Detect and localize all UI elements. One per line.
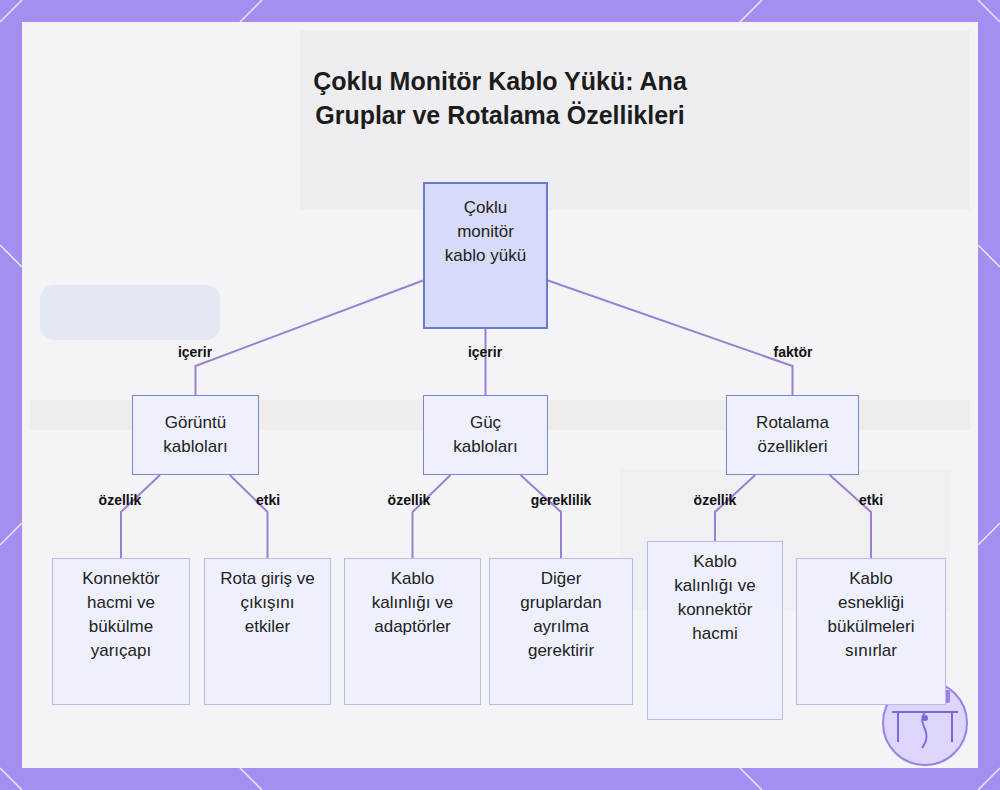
connector-line — [548, 280, 793, 395]
connector-line — [521, 475, 562, 558]
connector-line — [196, 280, 424, 395]
root-box: Çoklu monitör kablo yükü — [423, 182, 548, 329]
edge-label: özellik — [388, 492, 431, 508]
edge-label: içerir — [178, 344, 212, 360]
detail-box: Kablo kalınlığı ve konnektör hacmi — [647, 541, 783, 720]
edge-label: özellik — [99, 492, 142, 508]
node-text: Güç kabloları — [438, 411, 533, 459]
node-text: Kablo kalınlığı ve konnektör hacmi — [673, 550, 757, 646]
group-box: Güç kabloları — [423, 395, 548, 475]
detail-box: Rota giriş ve çıkışını etkiler — [204, 558, 331, 705]
blurred-photo — [30, 30, 970, 610]
node-text: Görüntü kabloları — [147, 411, 244, 459]
detail-box: Diğer gruplardan ayrılma gerektirir — [489, 558, 633, 705]
group-box: Rotalama özellikleri — [726, 395, 859, 475]
connector-line — [230, 475, 268, 558]
edge-label: etki — [859, 492, 883, 508]
connector-line — [413, 475, 451, 558]
edge-label: içerir — [468, 344, 502, 360]
node-text: Konnektör hacmi ve bükülme yarıçapı — [65, 567, 177, 663]
diagram-title: Çoklu Monitör Kablo Yükü: Ana Gruplar ve… — [270, 64, 730, 132]
connector-line — [715, 475, 755, 541]
node-text: Rotalama özellikleri — [741, 411, 844, 459]
node-text: Rota giriş ve çıkışını etkiler — [219, 567, 316, 639]
node-text: Çoklu monitör kablo yükü — [443, 196, 528, 268]
connector-line — [485, 329, 487, 395]
canvas — [22, 22, 978, 768]
detail-box: Kablo kalınlığı ve adaptörler — [344, 558, 481, 705]
edge-label: faktör — [774, 344, 813, 360]
detail-box: Konnektör hacmi ve bükülme yarıçapı — [52, 558, 190, 705]
connector-line — [121, 475, 160, 558]
edge-label: etki — [256, 492, 280, 508]
connector-line — [830, 475, 871, 558]
node-text: Diğer gruplardan ayrılma gerektirir — [510, 567, 612, 663]
group-box: Görüntü kabloları — [132, 395, 259, 475]
edge-label: gereklilik — [531, 492, 592, 508]
edge-label: özellik — [694, 492, 737, 508]
node-text: Kablo esnekliği bükülmeleri sınırlar — [817, 567, 925, 663]
node-text: Kablo kalınlığı ve adaptörler — [367, 567, 458, 639]
detail-box: Kablo esnekliği bükülmeleri sınırlar — [796, 558, 946, 705]
